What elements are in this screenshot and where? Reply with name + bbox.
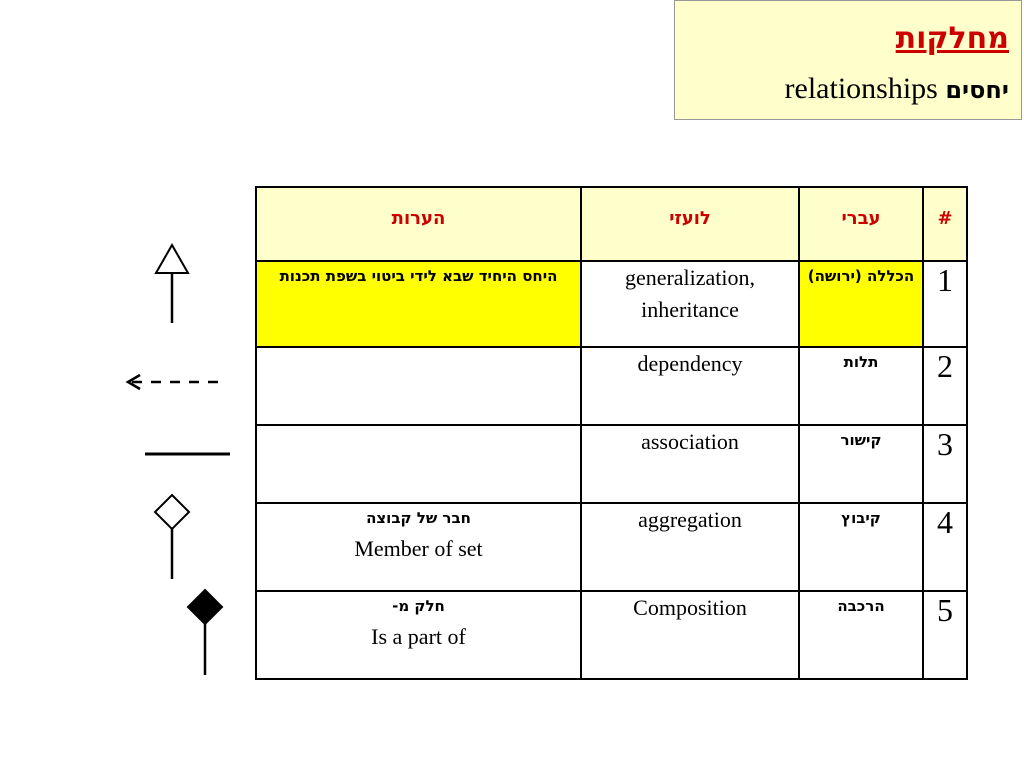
row-note-hebrew: חבר של קבוצה [366,509,471,527]
row-notes [255,346,582,426]
table-row: 4 קיבוץ aggregation חבר של קבוצה Member … [255,502,968,592]
row-notes: היחס היחיד שבא לידי ביטוי בשפת תכנות [255,260,582,348]
header-foreign: לועזי [580,186,800,262]
title-box: מחלקות יחסים relationships [674,0,1022,120]
row-hebrew-term: הכללה (ירושה) [798,260,924,348]
row-foreign-term: association [580,424,800,504]
page-title: מחלקות [895,21,1009,56]
row-notes: חלק מ- Is a part of [255,590,582,680]
header-hebrew: עברי [798,186,924,262]
row-hebrew-term: תלות [798,346,924,426]
row-foreign-term: Composition [580,590,800,680]
row-notes [255,424,582,504]
row-note-hebrew: היחס היחיד שבא לידי ביטוי בשפת תכנות [279,267,558,285]
row-number: 5 [922,590,968,680]
subtitle-hebrew: יחסים [945,76,1009,104]
table-row: 2 תלות dependency [255,346,968,426]
subtitle-english: relationships [784,72,938,105]
row-hebrew-term: קיבוץ [798,502,924,592]
relationship-symbols [125,242,230,675]
aggregation-diamond-icon [153,493,191,579]
table-header-row: # עברי לועזי הערות [255,186,968,262]
header-notes: הערות [255,186,582,262]
table-row: 3 קישור association [255,424,968,504]
row-hebrew-term: הרכבה [798,590,924,680]
table-row: 5 הרכבה Composition חלק מ- Is a part of [255,590,968,680]
row-note-english: Member of set [354,536,483,561]
row-foreign-term: aggregation [580,502,800,592]
row-note-english: Is a part of [371,624,466,649]
row-notes: חבר של קבוצה Member of set [255,502,582,592]
row-number: 3 [922,424,968,504]
relationships-table: # עברי לועזי הערות 1 הכללה (ירושה) gener… [255,186,968,680]
header-num: # [922,186,968,262]
row-foreign-term: generalization, inheritance [580,260,800,348]
row-note-hebrew: חלק מ- [392,597,445,615]
generalization-arrow-icon [154,242,190,323]
row-hebrew-term: קישור [798,424,924,504]
row-number: 2 [922,346,968,426]
page-subtitle: יחסים relationships [675,67,1009,112]
table-row: 1 הכללה (ירושה) generalization, inherita… [255,260,968,348]
row-number: 4 [922,502,968,592]
row-foreign-term: dependency [580,346,800,426]
dependency-arrow-icon [125,373,222,391]
composition-diamond-icon [186,588,224,675]
row-number: 1 [922,260,968,348]
